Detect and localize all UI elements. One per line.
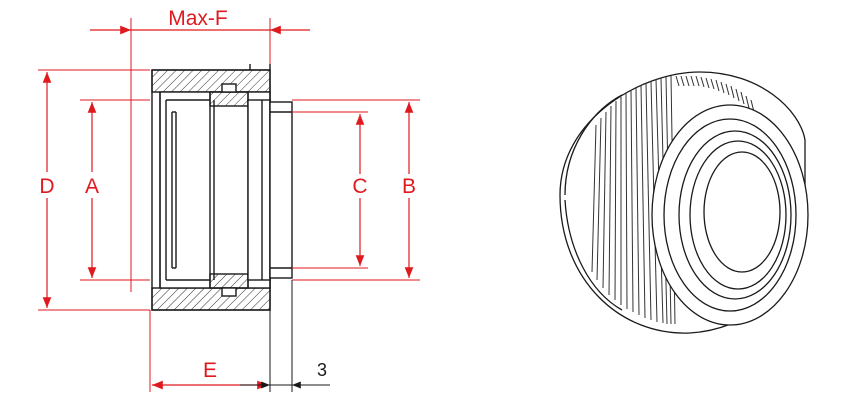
dimension-c: C <box>352 114 368 266</box>
rear-rim-ring <box>564 94 623 196</box>
extension-lines <box>38 18 420 392</box>
spigot <box>269 101 293 279</box>
dimension-d: D <box>39 72 55 308</box>
dimension-b: B <box>402 102 416 278</box>
dimension-3: 3 <box>240 360 330 389</box>
dimension-label-b: B <box>402 175 416 198</box>
dimension-label-e: E <box>203 359 217 382</box>
dimension-label-3: 3 <box>317 360 327 380</box>
right-step <box>247 99 271 281</box>
dimension-label-a: A <box>85 175 99 198</box>
dimension-label-c: C <box>352 175 367 198</box>
front-bore-deep <box>703 151 781 273</box>
dimension-label-d: D <box>39 175 54 198</box>
bottom-wall-hatch <box>151 287 271 311</box>
extension-lines-black <box>269 280 293 392</box>
isometric-view <box>559 71 809 334</box>
shoulder-hatch-top <box>209 91 249 107</box>
top-wall-hatch <box>151 69 271 93</box>
section-view <box>151 64 293 311</box>
dimension-label-max-f: Max-F <box>168 7 228 30</box>
dimension-a: A <box>85 102 99 278</box>
dimension-e: E <box>152 359 268 390</box>
shoulder-hatch-bottom <box>209 273 249 289</box>
dimension-max-f: Max-F <box>90 7 310 35</box>
